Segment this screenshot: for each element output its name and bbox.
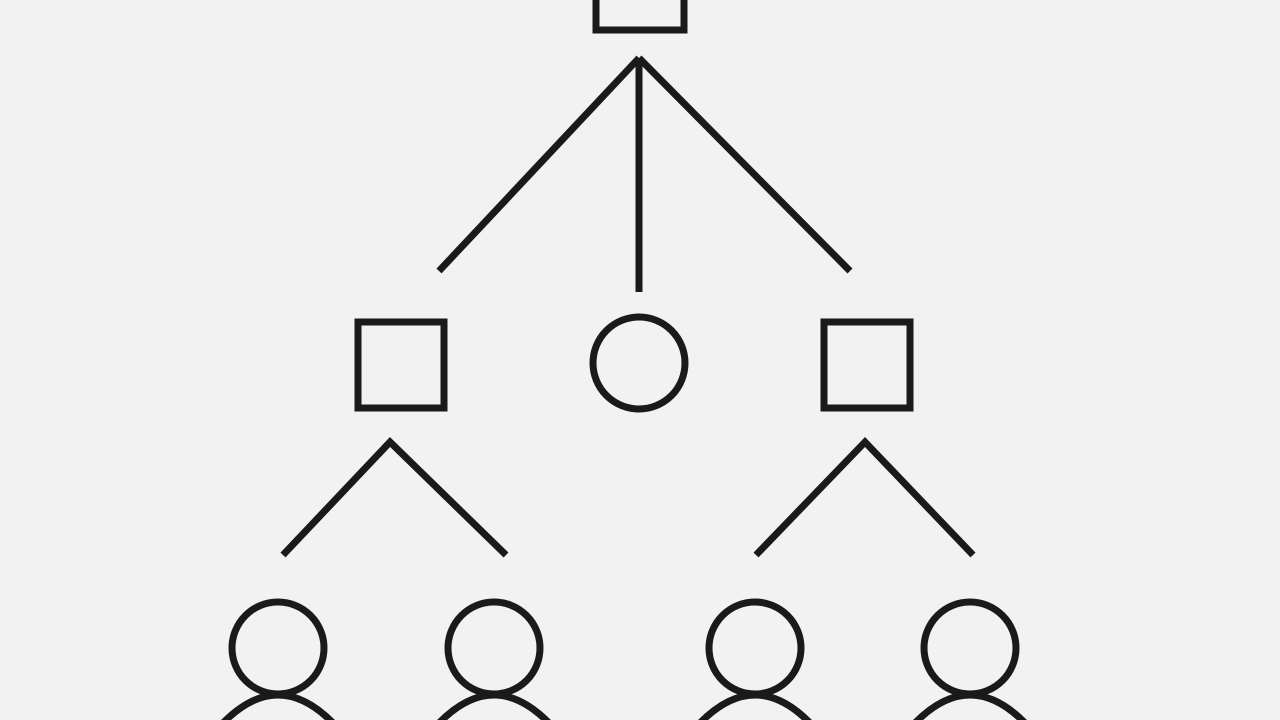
left-branch-connectors xyxy=(280,437,509,558)
person-icon xyxy=(437,598,551,720)
connector-root-left xyxy=(436,55,642,274)
person-icon xyxy=(221,598,335,720)
connector-root-right xyxy=(636,55,853,274)
root-connectors xyxy=(436,55,853,292)
person-body xyxy=(913,691,1027,720)
right-square-node-icon xyxy=(820,318,914,412)
person-body xyxy=(221,691,335,720)
root-square-node-icon xyxy=(592,0,688,34)
center-circle-node-icon xyxy=(589,313,689,413)
person-icon xyxy=(698,598,812,720)
connector-right-branch xyxy=(753,436,976,558)
person-icon xyxy=(913,598,1027,720)
connector-left-branch xyxy=(280,437,509,558)
person-body xyxy=(437,691,551,720)
right-branch-connectors xyxy=(753,436,976,558)
left-square-node-icon xyxy=(354,318,448,412)
person-body xyxy=(698,691,812,720)
